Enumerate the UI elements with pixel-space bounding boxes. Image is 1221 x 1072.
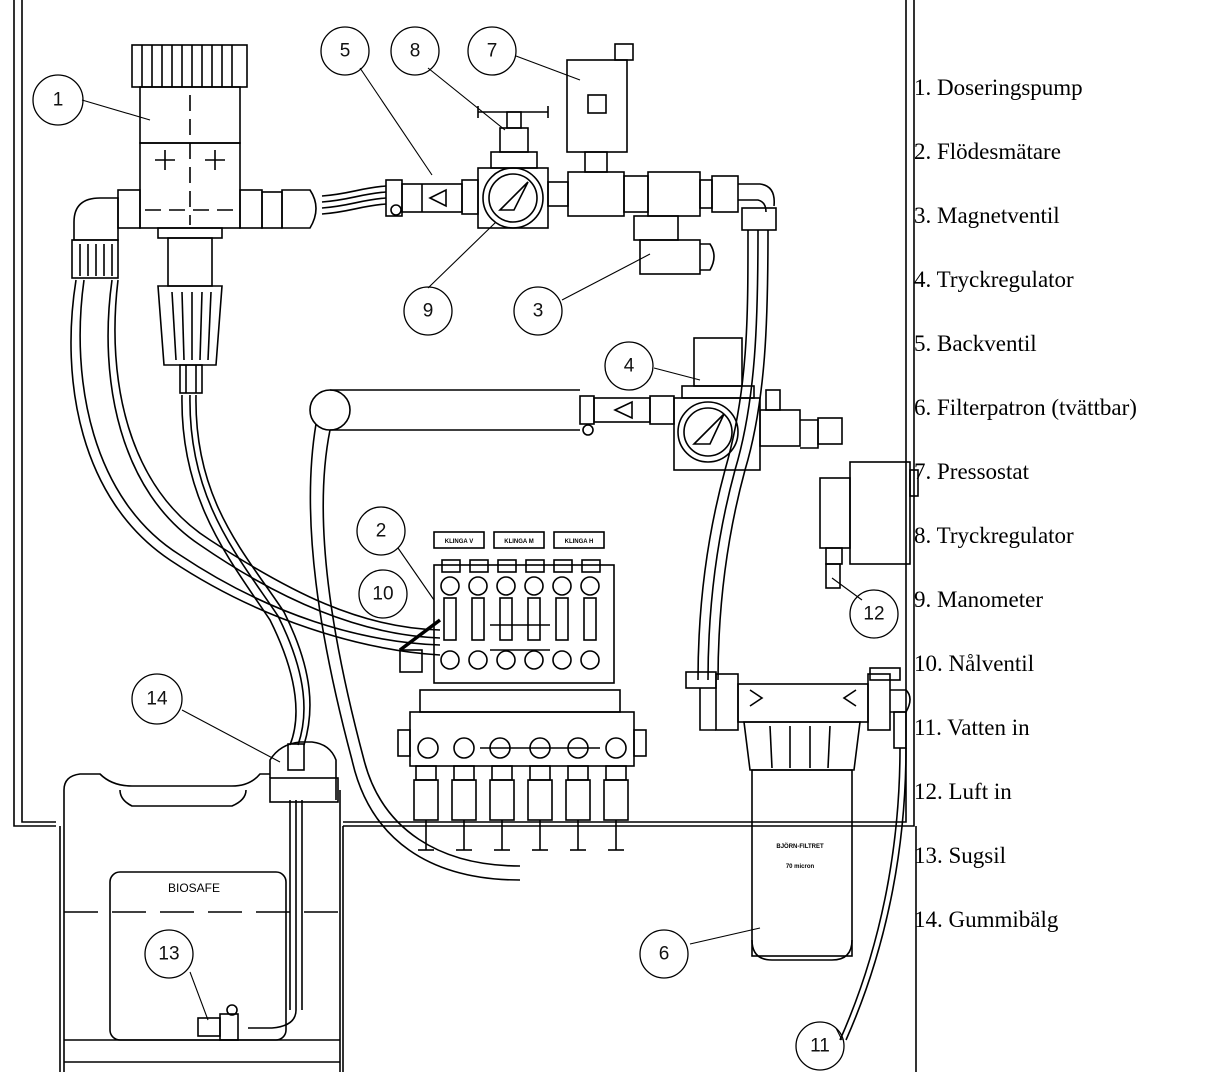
parts-legend: 1. Doseringspump 2. Flödesmätare 3. Magn… (914, 62, 1221, 958)
callout-2: 2 (376, 521, 387, 542)
callout-7: 7 (487, 41, 498, 62)
water-filter (685, 667, 911, 1041)
callout-13: 13 (158, 944, 179, 965)
legend-item-12: 12. Luft in (914, 779, 1012, 804)
jerry-can (63, 741, 341, 1072)
solenoid-valve (633, 215, 715, 275)
callout-14: 14 (146, 689, 168, 710)
callout-3: 3 (533, 301, 544, 322)
callout-9: 9 (423, 301, 434, 322)
callout-circles (32, 26, 899, 1071)
filter-rating-label: 70 micron (786, 864, 815, 870)
legend-item-14: 14. Gummibälg (914, 907, 1059, 932)
legend-item-3: 3. Magnetventil (914, 203, 1060, 228)
dosing-pump (71, 44, 317, 394)
legend-item-10: 10. Nålventil (914, 651, 1035, 676)
legend-item-5: 5. Backventil (914, 331, 1037, 356)
air-line (309, 389, 675, 881)
callout-8: 8 (410, 41, 421, 62)
biosafe-label: BIOSAFE (168, 881, 220, 895)
drawing-labels: KLINGA V KLINGA M KLINGA H BIOSAFE BJÖRN… (168, 539, 824, 895)
callout-1: 1 (53, 90, 64, 111)
callout-numbers: 1 2 3 4 5 6 7 8 9 10 11 12 13 14 (53, 41, 885, 1057)
callout-12: 12 (863, 604, 884, 625)
callout-6: 6 (659, 944, 670, 965)
legend-item-6: 6. Filterpatron (tvättbar) (914, 395, 1137, 420)
flow-label-m: KLINGA M (504, 539, 533, 545)
legend-item-8: 8. Tryckregulator (914, 523, 1074, 548)
cabinet-panel (13, 0, 917, 1072)
flow-label-h: KLINGA H (565, 539, 594, 545)
flow-label-v: KLINGA V (445, 539, 473, 545)
legend-item-11: 11. Vatten in (914, 715, 1030, 740)
legend-item-7: 7. Pressostat (914, 459, 1029, 484)
legend-item-9: 9. Manometer (914, 587, 1044, 612)
legend-item-1: 1. Doseringspump (914, 75, 1083, 100)
upper-manifold (461, 43, 776, 229)
legend-item-4: 4. Tryckregulator (914, 267, 1074, 292)
flow-meter (397, 531, 647, 851)
callout-4: 4 (624, 356, 635, 377)
callout-11: 11 (810, 1036, 830, 1057)
legend-item-2: 2. Flödesmätare (914, 139, 1061, 164)
legend-item-13: 13. Sugsil (914, 843, 1007, 868)
check-valve (321, 179, 463, 217)
filter-brand-label: BJÖRN-FILTRET (776, 843, 824, 850)
callout-5: 5 (340, 41, 351, 62)
pump-hoses (70, 279, 441, 746)
lower-regulator (673, 337, 919, 589)
callout-10: 10 (372, 584, 393, 605)
